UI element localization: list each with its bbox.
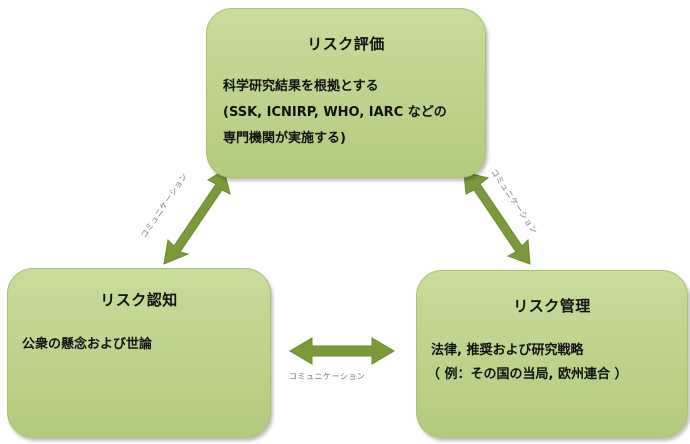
- communication-label-bottom: コミュニケーション: [289, 372, 366, 381]
- risk-management-title: リスク管理: [513, 297, 591, 315]
- arrow-evaluation-perception: [163, 169, 231, 265]
- risk-perception-title: リスク認知: [100, 291, 178, 309]
- risk-perception-box: リスク認知 公衆の懸念および世論: [7, 268, 271, 438]
- risk-evaluation-box: リスク評価 科学研究結果を根拠とする (SSK, ICNIRP, WHO, IA…: [206, 8, 486, 178]
- risk-evaluation-title: リスク評価: [307, 35, 385, 53]
- risk-evaluation-line-3: 専門機関が実施する): [223, 131, 346, 146]
- arrow-evaluation-management: [463, 171, 531, 265]
- risk-management-box: リスク管理 法律, 推奨および研究戦略 （ 例：その国の当局, 欧州連合 ）: [416, 270, 688, 438]
- risk-perception-line-1: 公衆の懸念および世論: [22, 337, 153, 352]
- risk-evaluation-line-2: (SSK, ICNIRP, WHO, IARC などの: [223, 105, 447, 120]
- risk-evaluation-line-1: 科学研究結果を根拠とする: [223, 79, 379, 94]
- arrow-perception-management: [289, 337, 395, 365]
- risk-management-line-1: 法律, 推奨および研究戦略: [431, 343, 584, 358]
- risk-management-line-2: （ 例：その国の当局, 欧州連合 ）: [427, 367, 628, 382]
